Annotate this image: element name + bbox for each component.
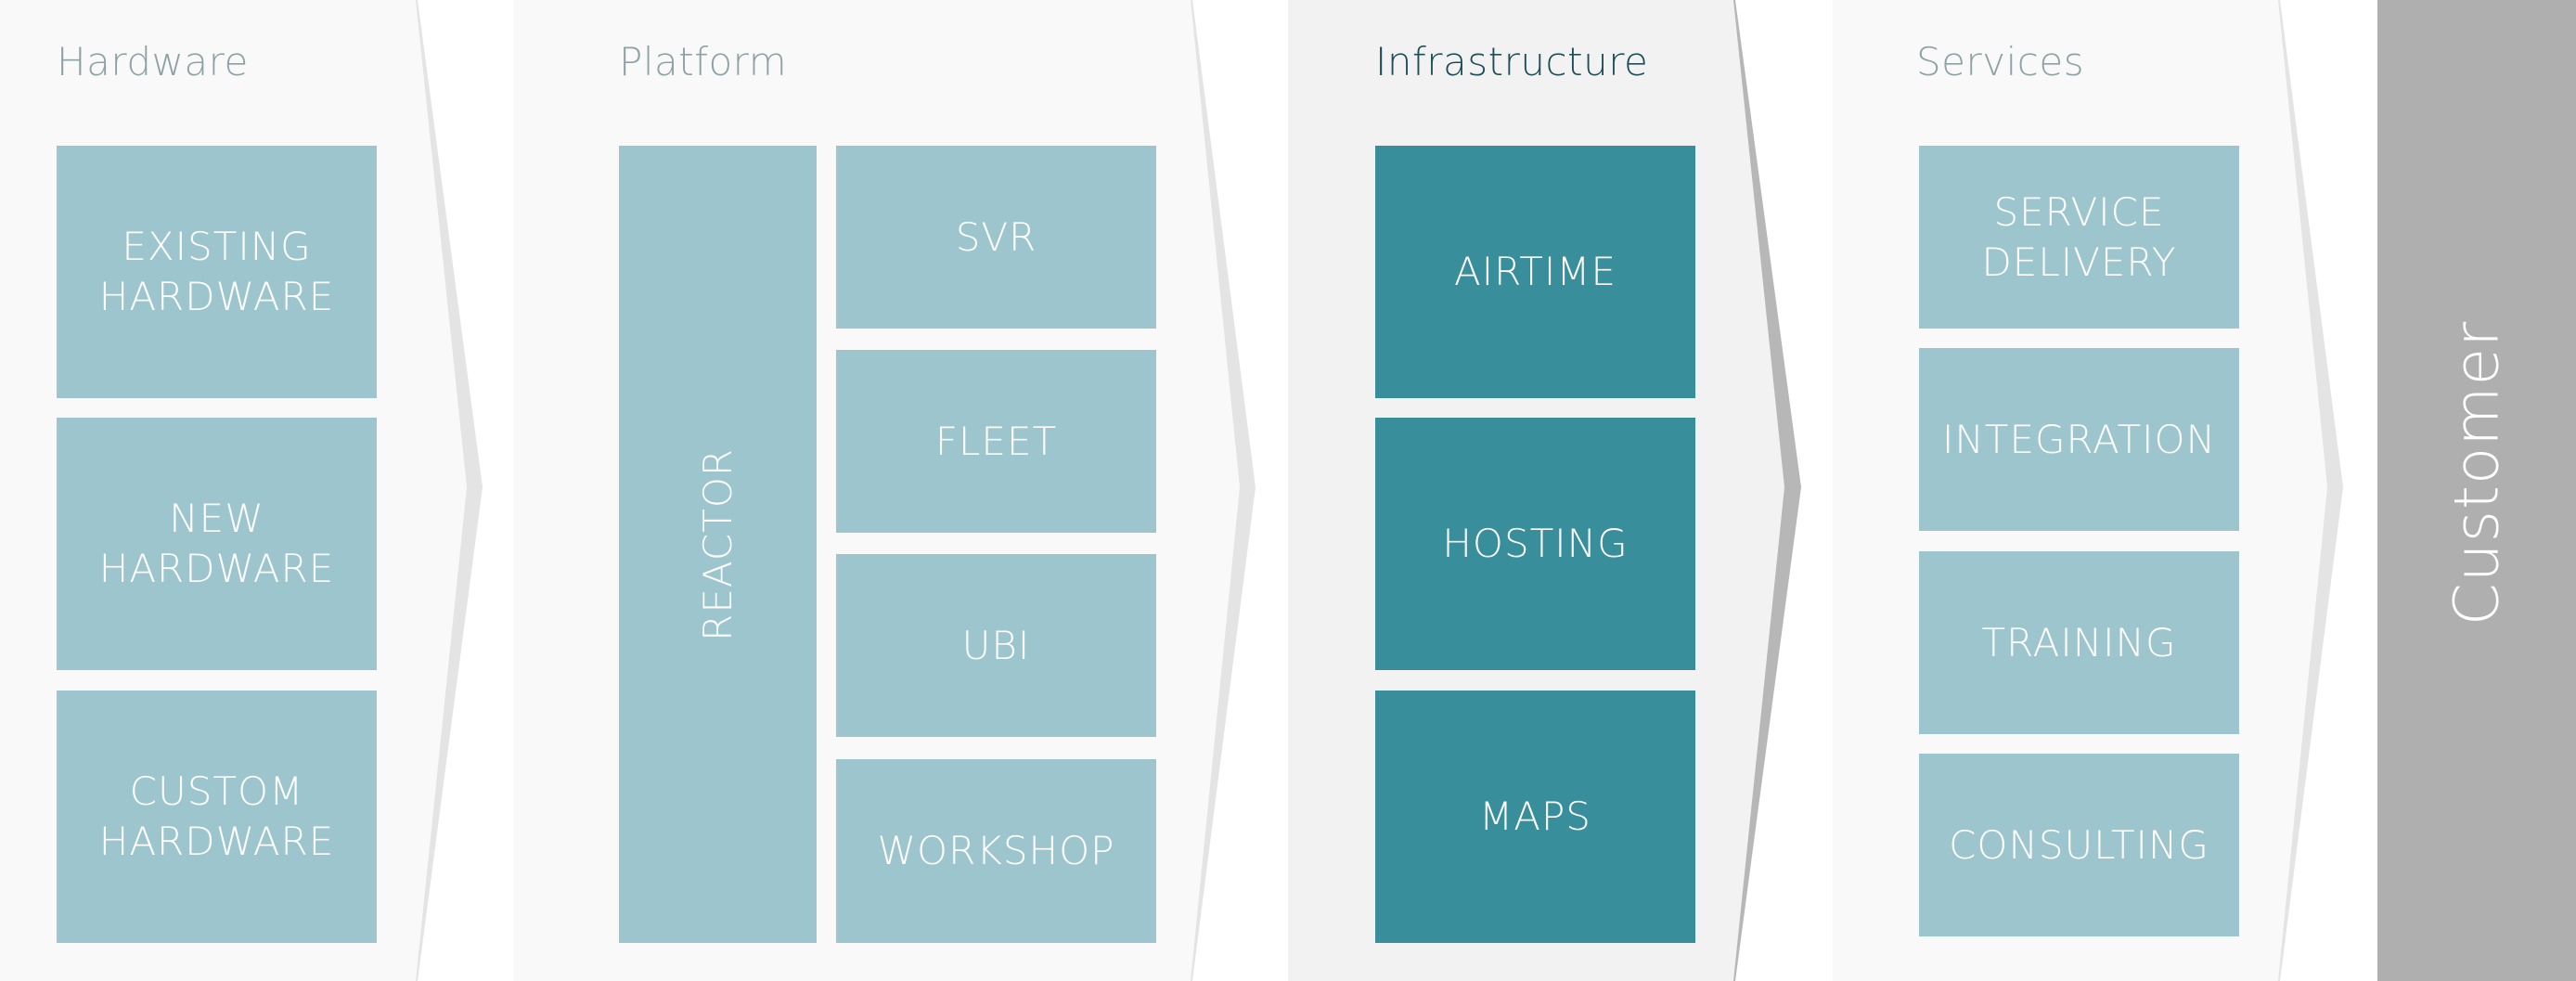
box-ubi: UBI (836, 554, 1156, 737)
stage-hardware: Hardware EXISTING HARDWARE NEW HARDWARE … (0, 0, 483, 981)
stage-title-platform: Platform (619, 39, 788, 84)
box-workshop: WORKSHOP (836, 759, 1156, 943)
stage-infrastructure: Infrastructure AIRTIME HOSTING MAPS (1288, 0, 1808, 981)
box-airtime: AIRTIME (1375, 146, 1695, 398)
stage-title-infrastructure: Infrastructure (1375, 39, 1649, 84)
box-consulting: CONSULTING (1919, 754, 2239, 936)
stage-platform: Platform REACTOR SVR FLEET UBI WORKSHOP (513, 0, 1260, 981)
stage-services: Services SERVICE DELIVERY INTEGRATION TR… (1833, 0, 2352, 981)
box-reactor: REACTOR (619, 146, 817, 943)
box-fleet: FLEET (836, 350, 1156, 533)
box-integration: INTEGRATION (1919, 348, 2239, 531)
box-service-delivery: SERVICE DELIVERY (1919, 146, 2239, 329)
box-svr: SVR (836, 146, 1156, 329)
box-maps: MAPS (1375, 691, 1695, 943)
box-new-hardware: NEW HARDWARE (57, 418, 377, 670)
customer-label: Customer (2441, 320, 2513, 626)
stage-title-hardware: Hardware (57, 39, 249, 84)
box-reactor-label: REACTOR (694, 447, 741, 641)
box-existing-hardware: EXISTING HARDWARE (57, 146, 377, 398)
stage-title-services: Services (1916, 39, 2085, 84)
box-training: TRAINING (1919, 551, 2239, 734)
box-hosting: HOSTING (1375, 418, 1695, 670)
box-custom-hardware: CUSTOM HARDWARE (57, 691, 377, 943)
customer-bar: Customer (2377, 0, 2576, 981)
